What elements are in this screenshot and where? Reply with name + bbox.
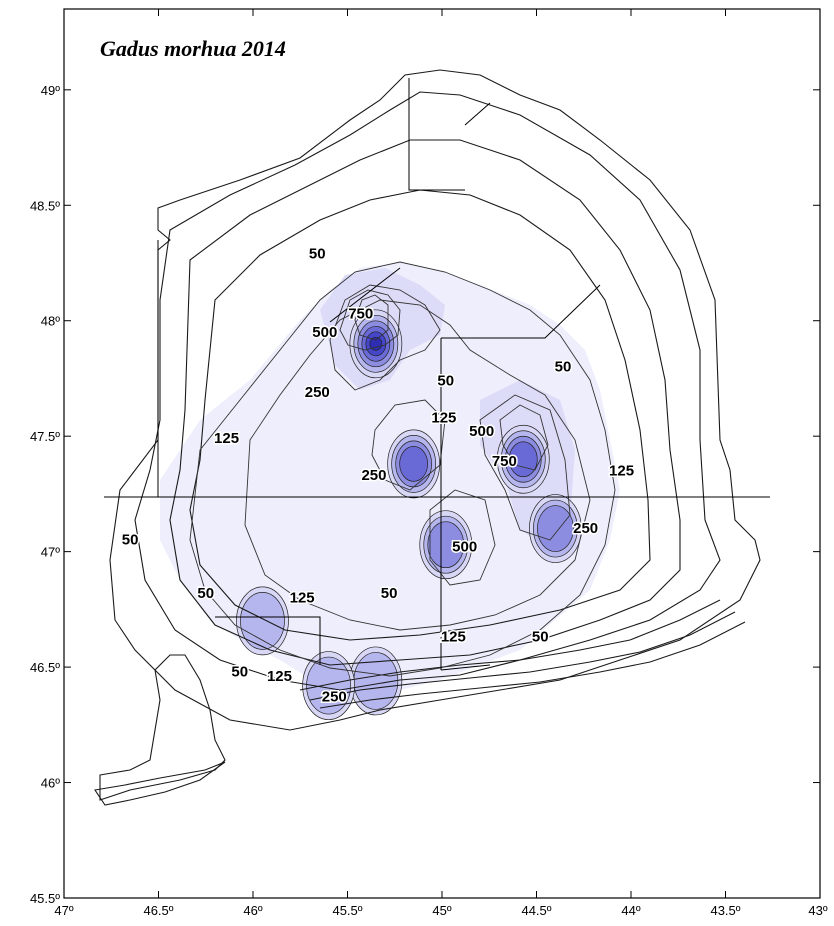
contour-250	[329, 284, 441, 391]
southwest-peninsula-contour-2	[94, 761, 226, 806]
lat-tick-label: 45.5º	[30, 891, 60, 906]
latitude-axis: 49º 48.5º 48º 47.5º 47º 46.5º 46º 45.5º	[30, 83, 820, 906]
lat-tick-label: 48.5º	[30, 198, 60, 213]
lon-tick-label: 46º	[243, 903, 262, 918]
contour-label: 50	[231, 663, 248, 680]
boundary-east-diagonal	[441, 284, 601, 339]
contour-label: 50	[532, 629, 549, 646]
contour-label: 50	[197, 585, 214, 602]
boundary-northwest	[329, 267, 401, 323]
contour-label: 500	[452, 539, 477, 556]
division-boundaries	[104, 78, 770, 671]
southwest-peninsula-contour	[99, 654, 226, 801]
bathymetry-lines	[94, 69, 761, 806]
boundary-south-center	[440, 664, 491, 671]
boundary-north-diagonal	[464, 102, 491, 126]
lat-tick-label: 47.5º	[30, 429, 60, 444]
contour-label: 125	[431, 409, 456, 426]
contour-125	[244, 299, 591, 631]
lat-tick-label: 48º	[41, 314, 60, 329]
contour-label: 125	[267, 668, 292, 685]
density-hotspots	[236, 309, 582, 720]
contour-label: 500	[312, 324, 337, 341]
boundary-southwest	[215, 616, 321, 665]
hotspot-ring	[399, 446, 428, 482]
south-shelf-line-2	[309, 611, 736, 701]
density-contours	[189, 261, 616, 677]
south-shelf-line-1	[299, 599, 721, 691]
hotspot-ring	[537, 505, 574, 552]
contour-50	[189, 261, 616, 677]
contour-label: 50	[437, 372, 454, 389]
contour-label: 50	[381, 585, 398, 602]
contour-label: 750	[492, 453, 517, 470]
contour-250-d	[429, 489, 496, 586]
contour-250-b	[371, 399, 446, 491]
contour-250-c	[479, 394, 571, 541]
hotspot-ring	[369, 336, 383, 351]
contour-label: 500	[469, 423, 494, 440]
lat-tick-label: 46.5º	[30, 660, 60, 675]
boundary-north-vertical	[408, 78, 465, 191]
contour-label: 250	[322, 689, 347, 706]
contour-label: 50	[122, 532, 139, 549]
hotspot-ring	[508, 441, 538, 478]
outer-contour-2	[134, 91, 721, 691]
lon-tick-label: 45.5º	[332, 903, 362, 918]
longitude-axis: 47º 46.5º 46º 45.5º 45º 44.5º 44º 43.5º 43º	[54, 9, 828, 918]
contour-label: 250	[305, 384, 330, 401]
lat-tick-label: 49º	[41, 83, 60, 98]
contour-labels: 50 750 500 250 50 50 125 125 500 250 750 125 250 500 5…	[120, 244, 635, 707]
contour-label: 250	[573, 520, 598, 537]
contour-label: 125	[214, 430, 239, 447]
south-shelf-line-3	[319, 621, 746, 709]
outer-contour-1	[109, 69, 761, 731]
hotspot-ring	[306, 656, 351, 715]
contour-750	[354, 294, 389, 341]
lon-tick-label: 44.5º	[521, 903, 551, 918]
contour-label: 125	[290, 589, 315, 606]
hotspot-ring	[427, 521, 465, 569]
lon-tick-label: 43º	[808, 903, 827, 918]
contour-label: 125	[441, 629, 466, 646]
map-title: Gadus morhua 2014	[100, 36, 286, 61]
lat-tick-label: 47º	[41, 545, 60, 560]
contour-label: 250	[361, 467, 386, 484]
contour-label: 125	[609, 462, 634, 479]
hotspot-ring	[240, 592, 285, 650]
lon-tick-label: 44º	[621, 903, 640, 918]
contour-label: 50	[555, 359, 572, 376]
lon-tick-label: 45º	[432, 903, 451, 918]
lat-tick-label: 46º	[41, 776, 60, 791]
contour-500-b	[499, 404, 549, 471]
lon-tick-label: 43.5º	[710, 903, 740, 918]
contour-label: 750	[348, 305, 373, 322]
contour-label: 50	[309, 245, 326, 262]
lon-tick-label: 47º	[54, 903, 73, 918]
outer-contour-3	[169, 139, 681, 666]
lon-tick-label: 46.5º	[143, 903, 173, 918]
contour-500	[339, 289, 401, 351]
